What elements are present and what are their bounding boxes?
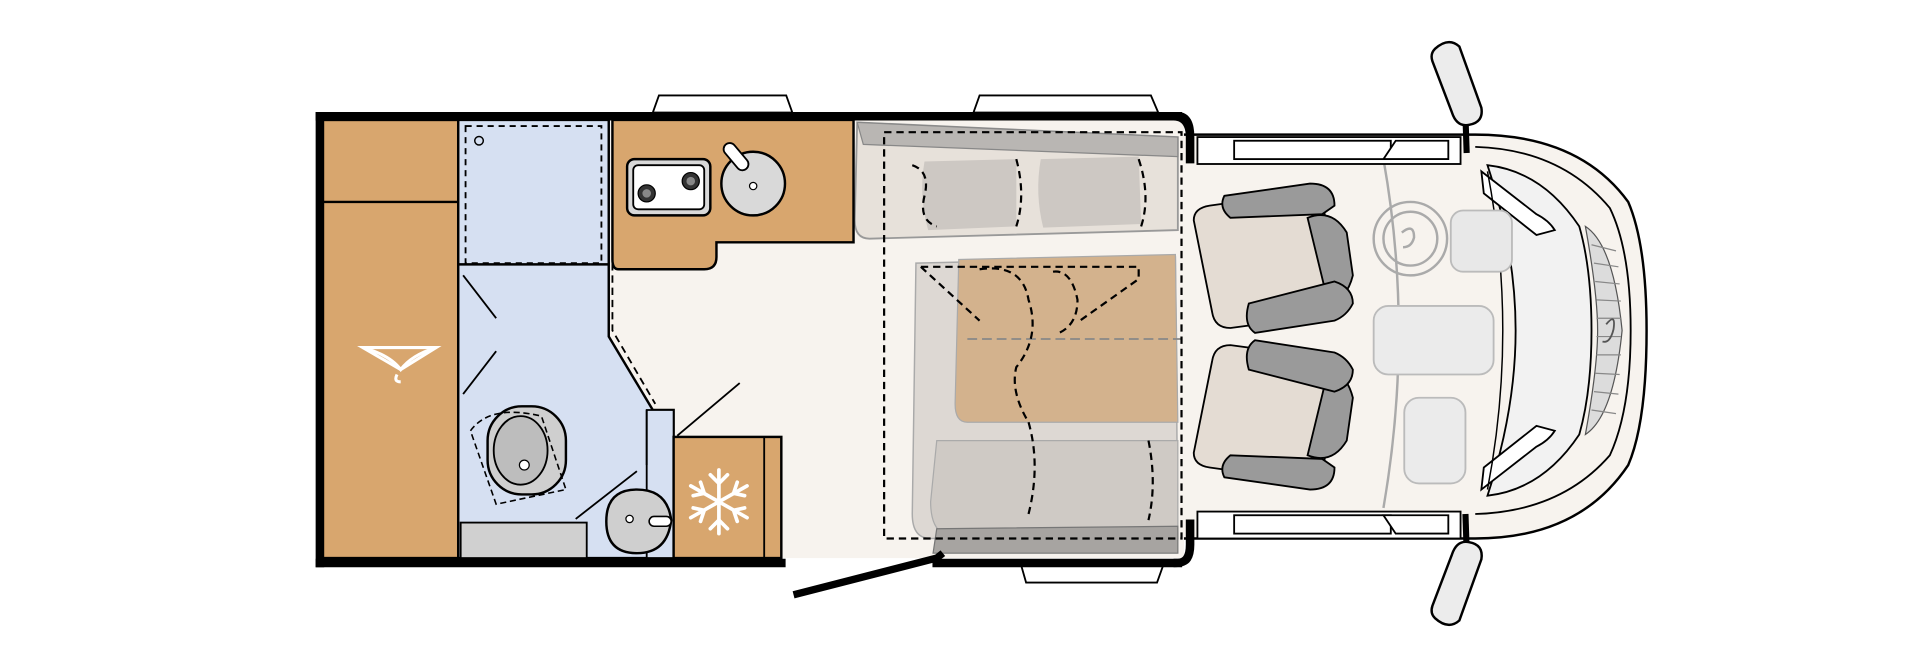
dinette xyxy=(853,121,1182,554)
side-mirror-top-icon xyxy=(1430,40,1483,154)
bathroom-basin-icon xyxy=(605,488,673,555)
snowflake-icon xyxy=(688,468,749,536)
gear-console xyxy=(1403,396,1467,485)
outer-walls xyxy=(315,111,1195,568)
bonnet xyxy=(1486,164,1593,497)
stove-icon xyxy=(625,157,712,217)
side-mirror-bottom-icon xyxy=(1430,513,1483,627)
bed-outline xyxy=(883,131,1183,540)
steering-wheel-icon xyxy=(1372,200,1449,277)
front-grille xyxy=(1584,225,1623,436)
brand-logo-icon xyxy=(1602,318,1615,343)
toilet-icon xyxy=(469,405,568,506)
center-console xyxy=(1372,305,1495,376)
passenger-seat-icon xyxy=(1192,339,1354,491)
entry-door xyxy=(792,550,946,599)
dash-console xyxy=(1449,209,1513,273)
hanger-icon xyxy=(357,346,442,384)
kitchen-sink-icon xyxy=(720,142,787,217)
driver-seat-icon xyxy=(1192,182,1354,334)
table-top xyxy=(954,253,1179,423)
wardrobe xyxy=(319,118,460,560)
cab-side-windows xyxy=(1196,136,1462,540)
shower-tray xyxy=(464,125,603,265)
windshield xyxy=(1480,169,1557,236)
